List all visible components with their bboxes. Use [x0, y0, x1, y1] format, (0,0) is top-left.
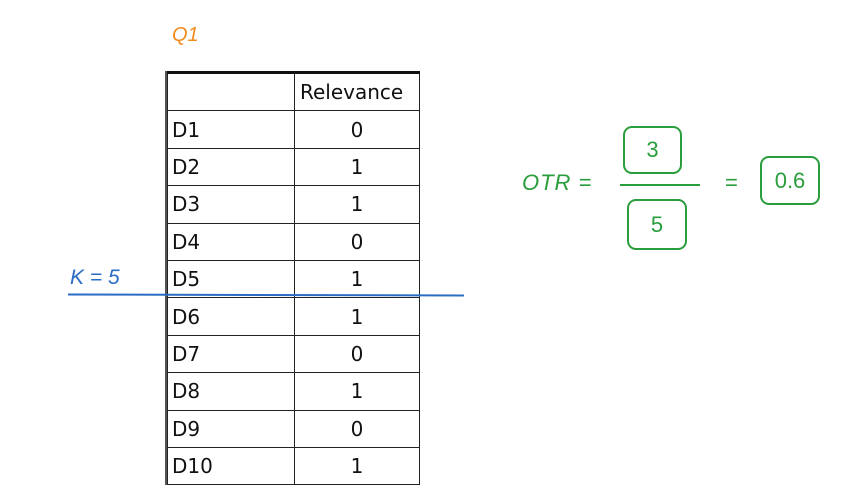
header-relevance-cell: Relevance — [294, 70, 420, 112]
table-row: D7 0 — [167, 334, 420, 374]
table-header-row: Relevance — [167, 70, 420, 112]
doc-cell: D6 — [167, 297, 295, 336]
doc-cell: D2 — [167, 147, 295, 187]
relevance-cell: 1 — [294, 259, 420, 299]
table-row: D9 0 — [167, 409, 420, 448]
table-row: D5 1 — [167, 259, 420, 299]
relevance-cell: 1 — [294, 372, 420, 411]
equals-sign: = — [725, 170, 738, 195]
relevance-cell: 0 — [294, 222, 420, 261]
table-row: D4 0 — [167, 222, 420, 261]
relevance-cell: 0 — [294, 110, 420, 149]
doc-cell: D5 — [167, 259, 295, 299]
table-row: D3 1 — [167, 185, 420, 224]
denominator-box: 5 — [627, 199, 687, 250]
table-row: D8 1 — [167, 372, 420, 411]
doc-cell: D3 — [167, 185, 295, 224]
doc-cell: D1 — [167, 110, 295, 149]
result-box: 0.6 — [760, 156, 820, 205]
query-label: Q1 — [172, 24, 199, 46]
fraction-bar — [620, 184, 700, 186]
relevance-cell: 1 — [294, 147, 420, 187]
doc-cell: D4 — [167, 222, 295, 261]
relevance-table: Relevance D1 0 D2 1 D3 1 D4 0 D5 1 D6 1 … — [167, 70, 420, 486]
relevance-cell: 0 — [294, 409, 420, 448]
relevance-cell: 1 — [294, 446, 420, 486]
relevance-cell: 1 — [294, 297, 420, 336]
table-row: D1 0 — [167, 110, 420, 149]
table-row: D2 1 — [167, 147, 420, 187]
k-cutoff-label: K = 5 — [70, 266, 120, 289]
header-doc-cell — [167, 70, 295, 112]
doc-cell: D8 — [167, 372, 295, 411]
otr-label: OTR = — [522, 170, 593, 195]
relevance-cell: 1 — [294, 185, 420, 224]
doc-cell: D7 — [167, 334, 295, 374]
table-left-edge — [165, 71, 167, 485]
table-row: D10 1 — [167, 446, 420, 486]
doc-cell: D10 — [167, 446, 295, 486]
table-row: D6 1 — [167, 297, 420, 336]
relevance-cell: 0 — [294, 334, 420, 374]
numerator-box: 3 — [623, 126, 682, 174]
doc-cell: D9 — [167, 409, 295, 448]
